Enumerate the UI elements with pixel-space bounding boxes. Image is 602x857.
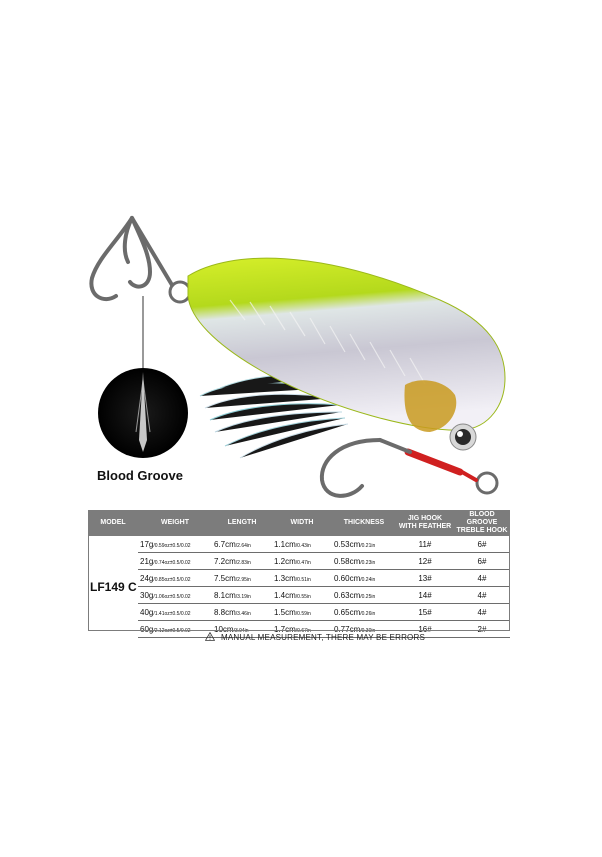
- thickness-cell: 0.63cm/0.25in: [332, 586, 396, 604]
- header-thickness: THICKNESS: [332, 510, 396, 536]
- header-jig-hook-line1: JIG HOOK: [407, 515, 443, 522]
- table-row: 21g/0.74oz±0.5/0.02 7.2cm/2.83in 1.2cm/0…: [88, 552, 510, 570]
- width-cell: 1.1cm/0.43in: [272, 536, 332, 553]
- warning-icon: [205, 632, 215, 641]
- lure-scales: [229, 299, 426, 385]
- table-row: 30g/1.06oz±0.5/0.02 8.1cm/3.19in 1.4cm/0…: [88, 586, 510, 604]
- treble-hook-cell: 6#: [454, 552, 510, 570]
- weight-cell: 40g/1.41oz±0.5/0.02: [138, 603, 212, 621]
- length-cell: 7.5cm/2.95in: [212, 569, 272, 587]
- header-treble-line1: BLOOD GROOVE: [466, 511, 498, 526]
- header-treble-hook: BLOOD GROOVE TREBLE HOOK: [454, 510, 510, 536]
- thickness-cell: 0.60cm/0.24in: [332, 569, 396, 587]
- header-width: WIDTH: [272, 510, 332, 536]
- header-model: MODEL: [88, 510, 138, 536]
- width-cell: 1.5cm/0.59in: [272, 603, 332, 621]
- jig-hook-cell: 13#: [396, 569, 454, 587]
- blood-groove-label: Blood Groove: [97, 468, 183, 483]
- thickness-cell: 0.65cm/0.26in: [332, 603, 396, 621]
- treble-hook-cell: 4#: [454, 586, 510, 604]
- jig-hook-cell: 12#: [396, 552, 454, 570]
- feather: [199, 374, 349, 459]
- weight-cell: 17g/0.59oz±0.5/0.02: [138, 536, 212, 553]
- treble-hook-cell: 4#: [454, 569, 510, 587]
- width-cell: 1.3cm/0.51in: [272, 569, 332, 587]
- length-cell: 7.2cm/2.83in: [212, 552, 272, 570]
- model-cell: LF149 C: [90, 579, 137, 594]
- header-weight: WEIGHT: [138, 510, 212, 536]
- lure-eye: [449, 423, 477, 451]
- table-row: 24g/0.85oz±0.5/0.02 7.5cm/2.95in 1.3cm/0…: [88, 569, 510, 587]
- weight-cell: 60g/2.12oz±0.5/0.02: [138, 620, 212, 638]
- jig-hook: [319, 438, 499, 498]
- measurement-note-text: MANUAL MEASUREMENT, THERE MAY BE ERRORS: [221, 633, 425, 642]
- weight-cell: 24g/0.85oz±0.5/0.02: [138, 569, 212, 587]
- thickness-cell: 0.53cm/0.21in: [332, 536, 396, 553]
- length-cell: 8.1cm/3.19in: [212, 586, 272, 604]
- blood-groove-circle: [98, 368, 188, 458]
- jig-hook-cell: 16#: [396, 620, 454, 638]
- treble-hook-cell: 4#: [454, 603, 510, 621]
- spec-table: MODEL WEIGHT LENGTH WIDTH THICKNESS JIG …: [88, 510, 510, 638]
- treble-hook: [89, 216, 192, 304]
- length-cell: 6.7cm/2.64in: [212, 536, 272, 553]
- treble-hook-cell: 6#: [454, 536, 510, 553]
- jig-hook-cell: 15#: [396, 603, 454, 621]
- jig-hook-cell: 14#: [396, 586, 454, 604]
- thickness-cell: 0.58cm/0.23in: [332, 552, 396, 570]
- jig-hook-cell: 11#: [396, 536, 454, 553]
- table-header-row: MODEL WEIGHT LENGTH WIDTH THICKNESS JIG …: [88, 510, 510, 536]
- table-row: LF149 C 17g/0.59oz±0.5/0.02 6.7cm/2.64in…: [88, 536, 510, 594]
- lure-product-image: [89, 216, 506, 498]
- header-jig-hook-line2: WITH FEATHER: [398, 523, 452, 530]
- length-cell: 8.8cm/3.46in: [212, 603, 272, 621]
- weight-cell: 30g/1.06oz±0.5/0.02: [138, 586, 212, 604]
- treble-hook-cell: 2#: [454, 620, 510, 638]
- header-jig-hook: JIG HOOK WITH FEATHER: [396, 510, 454, 536]
- measurement-note: MANUAL MEASUREMENT, THERE MAY BE ERRORS: [205, 632, 425, 642]
- table-row: 40g/1.41oz±0.5/0.02 8.8cm/3.46in 1.5cm/0…: [88, 603, 510, 621]
- header-treble-line2: TREBLE HOOK: [456, 527, 508, 534]
- lure-head: [404, 380, 457, 432]
- header-length: LENGTH: [212, 510, 272, 536]
- width-cell: 1.4cm/0.55in: [272, 586, 332, 604]
- weight-cell: 21g/0.74oz±0.5/0.02: [138, 552, 212, 570]
- width-cell: 1.2cm/0.47in: [272, 552, 332, 570]
